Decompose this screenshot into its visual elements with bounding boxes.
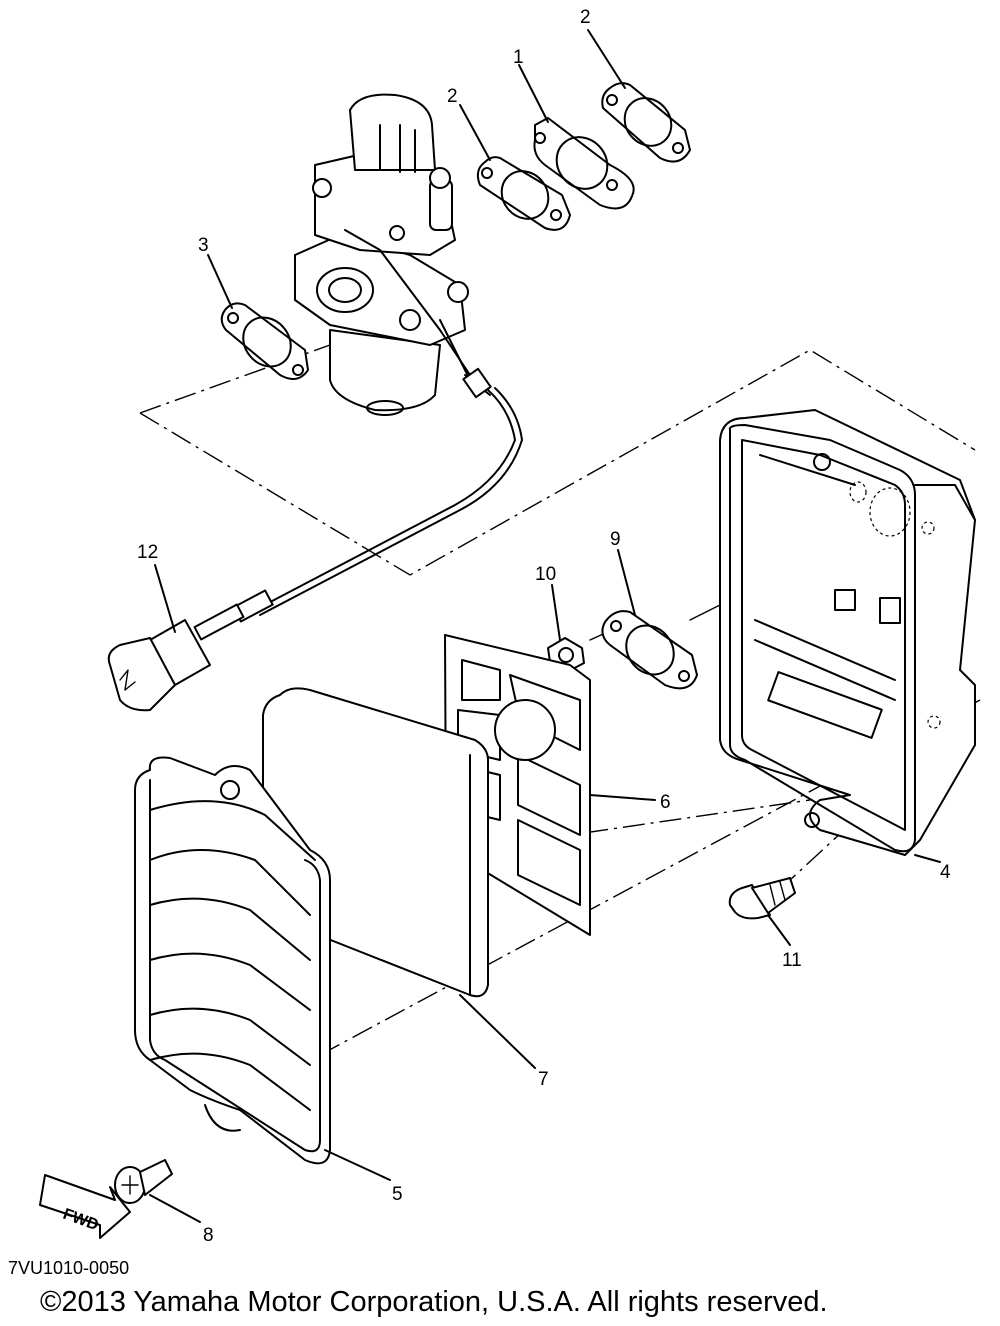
label-part-10: 10 — [535, 564, 556, 585]
label-part-9: 9 — [610, 529, 621, 550]
label-part-4: 4 — [940, 862, 951, 883]
label-part-6: 6 — [660, 792, 671, 813]
label-part-2-upper: 2 — [580, 7, 591, 28]
screw-cover[interactable] — [114, 1159, 173, 1204]
gasket-carburetor[interactable] — [220, 302, 309, 380]
label-part-5: 5 — [392, 1184, 403, 1205]
carburetor-insulator[interactable] — [533, 117, 635, 210]
copyright-notice: ©2013 Yamaha Motor Corporation, U.S.A. A… — [40, 1286, 828, 1318]
carburetor[interactable] — [294, 93, 492, 416]
part-number-labels: 1 2 2 3 4 5 6 7 8 9 10 11 12 — [137, 7, 951, 1246]
label-part-1: 1 — [513, 47, 524, 68]
label-part-8: 8 — [203, 1225, 214, 1246]
diagram-code: 7VU1010-0050 — [8, 1258, 130, 1278]
bolt-case[interactable] — [728, 877, 796, 920]
air-cleaner-cover[interactable] — [134, 756, 331, 1165]
label-part-11: 11 — [782, 950, 802, 971]
gasket-upper[interactable] — [601, 82, 691, 163]
gasket-element[interactable] — [601, 610, 698, 690]
label-part-3: 3 — [198, 235, 209, 256]
leader-lines — [149, 29, 941, 1223]
label-part-12: 12 — [137, 542, 158, 563]
label-part-2-lower: 2 — [447, 86, 458, 107]
gasket-lower[interactable] — [476, 156, 571, 231]
air-cleaner-case[interactable] — [719, 409, 976, 856]
choke-cable[interactable] — [107, 387, 523, 712]
label-part-7: 7 — [538, 1069, 549, 1090]
